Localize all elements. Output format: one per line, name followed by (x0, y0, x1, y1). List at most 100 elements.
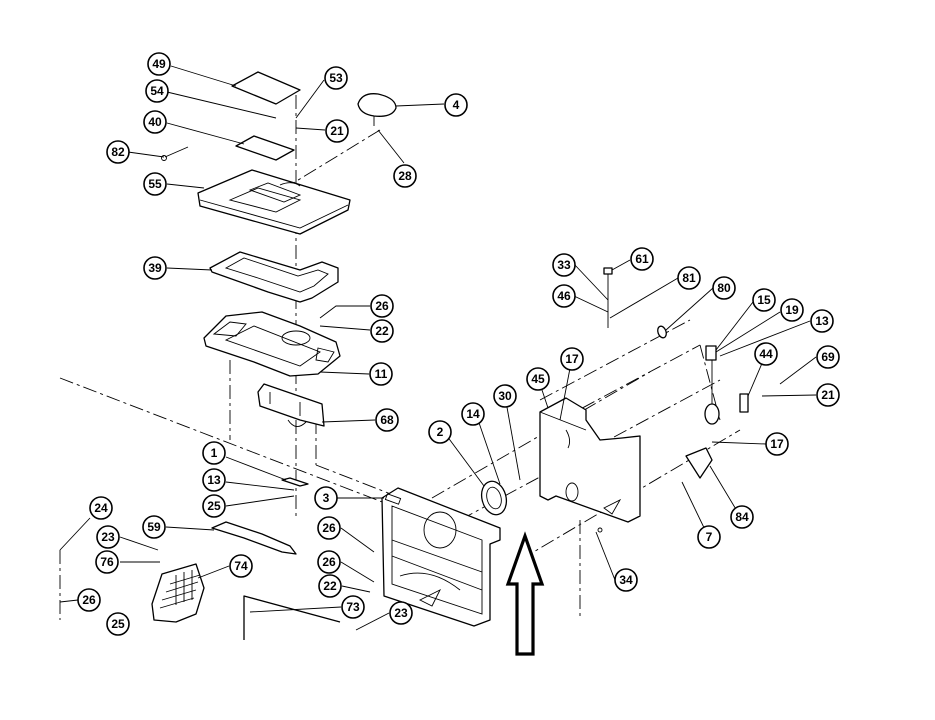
svg-text:46: 46 (557, 289, 571, 303)
svg-text:11: 11 (375, 367, 388, 381)
svg-text:21: 21 (330, 124, 344, 138)
svg-text:26: 26 (375, 299, 389, 313)
svg-text:55: 55 (148, 177, 162, 191)
callout-84: 84 (730, 505, 754, 529)
svg-text:22: 22 (323, 579, 337, 593)
svg-text:73: 73 (346, 600, 360, 614)
callout-73: 73 (341, 595, 365, 619)
part-74-grill (151, 563, 205, 623)
callout-13: 13 (202, 468, 226, 492)
callout-28: 28 (393, 164, 417, 188)
callout-23: 23 (389, 601, 413, 625)
svg-text:14: 14 (466, 407, 480, 421)
part-73-glass (243, 595, 341, 640)
callout-24: 24 (89, 496, 113, 520)
part-3-front-frame (381, 487, 501, 627)
callout-25: 25 (202, 494, 226, 518)
svg-text:22: 22 (375, 324, 389, 338)
callout-45: 45 (526, 367, 550, 391)
part-84-cone (685, 447, 713, 479)
callout-17: 17 (765, 432, 789, 456)
svg-text:23: 23 (394, 606, 408, 620)
callout-7: 7 (697, 525, 721, 549)
svg-text:81: 81 (682, 271, 696, 285)
svg-text:44: 44 (759, 347, 773, 361)
callout-81: 81 (677, 266, 701, 290)
svg-text:1: 1 (211, 446, 218, 460)
svg-text:28: 28 (398, 169, 412, 183)
svg-text:69: 69 (821, 350, 835, 364)
callout-2: 2 (428, 420, 452, 444)
svg-text:13: 13 (815, 314, 829, 328)
part-45-back-panel (539, 397, 641, 533)
part-40-plate (235, 135, 295, 161)
part-80-ring (657, 325, 667, 339)
svg-text:26: 26 (322, 521, 336, 535)
svg-text:30: 30 (498, 389, 512, 403)
svg-text:34: 34 (619, 573, 633, 587)
svg-text:59: 59 (147, 520, 161, 534)
callout-34: 34 (614, 568, 638, 592)
part-59-deflector (211, 521, 297, 555)
direction-arrow (505, 531, 545, 656)
part-82-pin (161, 146, 189, 161)
callout-1: 1 (202, 441, 226, 465)
callout-13: 13 (810, 309, 834, 333)
callout-69: 69 (816, 345, 840, 369)
callout-33: 33 (552, 253, 576, 277)
part-39-gasket (209, 251, 339, 303)
callout-19: 19 (780, 298, 804, 322)
callout-55: 55 (143, 172, 167, 196)
svg-text:23: 23 (101, 530, 115, 544)
callout-26: 26 (370, 294, 394, 318)
svg-text:25: 25 (111, 617, 125, 631)
callout-74: 74 (229, 554, 253, 578)
callout-82: 82 (106, 140, 130, 164)
svg-text:17: 17 (565, 352, 579, 366)
svg-text:26: 26 (82, 593, 96, 607)
callout-76: 76 (95, 550, 119, 574)
callout-21: 21 (325, 119, 349, 143)
callout-3: 3 (314, 486, 338, 510)
svg-text:4: 4 (453, 98, 460, 112)
part-15-bracket (704, 345, 720, 425)
svg-text:84: 84 (735, 510, 749, 524)
callout-80: 80 (712, 276, 736, 300)
svg-text:74: 74 (234, 559, 248, 573)
svg-text:15: 15 (757, 293, 771, 307)
callout-53: 53 (324, 66, 348, 90)
callout-26: 26 (317, 516, 341, 540)
svg-text:53: 53 (329, 71, 343, 85)
svg-text:17: 17 (770, 437, 784, 451)
callout-54: 54 (145, 79, 169, 103)
svg-text:40: 40 (148, 115, 162, 129)
part-4-cap (357, 93, 397, 126)
svg-text:61: 61 (635, 252, 649, 266)
part-55-lid (197, 169, 351, 235)
svg-text:3: 3 (323, 491, 330, 505)
svg-text:19: 19 (785, 303, 799, 317)
part-1-rod (281, 477, 309, 487)
part-61-screw (603, 267, 613, 328)
svg-text:24: 24 (94, 501, 108, 515)
callout-46: 46 (552, 284, 576, 308)
svg-text:21: 21 (821, 388, 835, 402)
part-11-tray (203, 311, 341, 377)
svg-text:13: 13 (207, 473, 221, 487)
callout-39: 39 (143, 256, 167, 280)
svg-text:33: 33 (557, 258, 571, 272)
callout-14: 14 (461, 402, 485, 426)
svg-text:68: 68 (380, 413, 394, 427)
callout-68: 68 (375, 408, 399, 432)
svg-text:76: 76 (100, 555, 114, 569)
callout-59: 59 (142, 515, 166, 539)
callout-49: 49 (147, 52, 171, 76)
part-49-top-plate (231, 71, 301, 105)
callout-26: 26 (317, 550, 341, 574)
callout-61: 61 (630, 247, 654, 271)
svg-text:25: 25 (207, 499, 221, 513)
callout-30: 30 (493, 384, 517, 408)
svg-text:80: 80 (717, 281, 731, 295)
callout-4: 4 (444, 93, 468, 117)
